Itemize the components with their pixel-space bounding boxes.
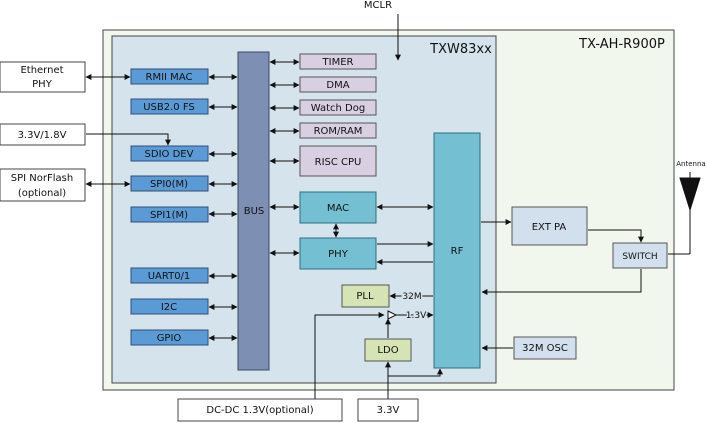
cpu-label: RISC CPU (315, 157, 362, 168)
mclr-label: MCLR (364, 0, 392, 11)
ldo-box (364, 338, 412, 362)
extpa-switch-arrow (588, 229, 644, 243)
romram-box (299, 122, 377, 139)
bus-label: BUS (244, 206, 265, 217)
spi-flash-label-1: SPI NorFlash (11, 173, 73, 184)
spi-flash-label-2: (optional) (18, 188, 66, 199)
voltage-sdio-arrow (86, 133, 171, 146)
v33-line (387, 368, 443, 399)
sdio-box (130, 145, 209, 162)
ext-pa-label: EXT PA (532, 222, 567, 233)
i2c-box (130, 298, 209, 315)
gpio-label: GPIO (157, 333, 182, 344)
xtal-32m-label: 32M (402, 292, 421, 302)
v33-box (357, 398, 419, 422)
mac-label: MAC (327, 203, 349, 214)
watchdog-label: Watch Dog (311, 103, 365, 114)
voltage-label: 3.3V/1.8V (18, 130, 67, 141)
ethernet-phy-label-2: PHY (32, 79, 53, 90)
switch-box (612, 242, 668, 269)
spi1-label: SPI1(M) (150, 210, 188, 221)
mac-box (299, 191, 377, 224)
i2c-label: I2C (161, 302, 177, 313)
rf-label: RF (451, 246, 464, 257)
usb-box (130, 98, 209, 115)
watchdog-box (299, 99, 377, 116)
dcdc-line (314, 312, 385, 399)
ethernet-phy-box (0, 61, 86, 93)
usb-label: USB2.0 FS (143, 102, 195, 113)
dma-label: DMA (326, 80, 349, 91)
dma-box (299, 76, 377, 93)
v33-label: 3.3V (377, 405, 400, 416)
peripheral-column: TIMER DMA Watch Dog ROM/RAM RISC CPU (299, 53, 377, 177)
ldo-label: LDO (377, 345, 398, 356)
pll-label: PLL (356, 291, 374, 302)
dcdc-label: DC-DC 1.3V(optional) (206, 405, 313, 416)
sdio-label: SDIO DEV (145, 149, 194, 160)
interface-column: RMII MAC USB2.0 FS SDIO DEV SPI0(M) SPI1… (130, 68, 209, 346)
module-title: TX-AH-R900P (578, 37, 665, 52)
romram-label: ROM/RAM (314, 126, 363, 137)
bus-box (237, 51, 270, 371)
phy-box (299, 237, 377, 270)
gpio-box (130, 329, 209, 346)
switch-rf-arrow (481, 269, 642, 295)
spi1-box (130, 206, 209, 223)
antenna-label: Antenna (676, 160, 705, 168)
pll-box (341, 284, 390, 308)
spi0-box (130, 175, 209, 192)
uart-box (130, 267, 209, 284)
voltage-box (0, 123, 86, 146)
osc-label: 32M OSC (522, 343, 568, 354)
bus-peripheral-arrows (269, 59, 300, 256)
timer-box (299, 53, 377, 70)
spi-flash-box (0, 168, 86, 202)
ext-pa-box (511, 206, 588, 246)
v13-label: 1.3V (406, 311, 427, 321)
phy-label: PHY (328, 249, 349, 260)
rf-box (433, 132, 481, 369)
timer-label: TIMER (322, 57, 354, 68)
uart-label: UART0/1 (148, 271, 191, 282)
osc-box (513, 336, 577, 360)
cpu-box (299, 145, 377, 177)
rmii-mac-box (130, 68, 209, 85)
switch-label: SWITCH (622, 252, 657, 262)
dcdc-box (177, 398, 343, 422)
rmii-mac-label: RMII MAC (146, 72, 193, 83)
chip-title: TXW83xx (429, 42, 492, 57)
diode-symbol (387, 310, 398, 320)
spi0-label: SPI0(M) (150, 179, 188, 190)
interface-bus-arrows (208, 74, 238, 341)
ethernet-phy-label-1: Ethernet (20, 65, 63, 76)
